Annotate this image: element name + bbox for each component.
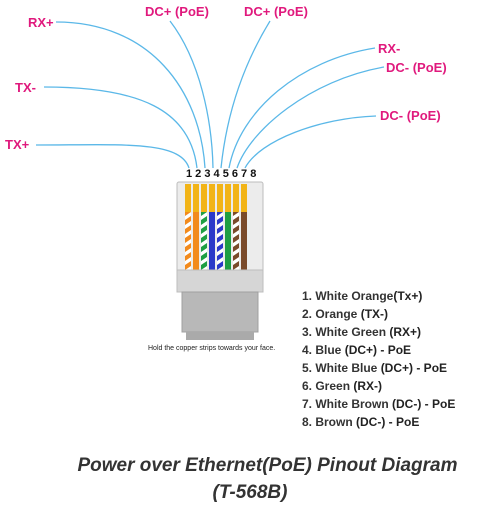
wire-8 [241,212,247,270]
list-item: 3. White Green (RX+) [302,325,422,339]
wire-stripe [233,221,239,229]
contacts [185,184,247,212]
pin-label-dc-plus-2: DC+ (PoE) [244,4,308,19]
pin-8-curve [244,115,377,169]
wire-stripe [233,248,239,256]
pin-4-curve [169,20,214,169]
wire-4 [209,212,215,270]
wire-stripe [217,248,223,256]
wire-stripe [185,257,191,265]
diagram-title: Power over Ethernet(PoE) Pinout Diagram [77,455,458,476]
pin-label-tx-minus: TX- [15,80,36,95]
pin-label-rx-plus: RX+ [28,15,54,30]
wire-stripe [185,248,191,256]
wire-stripe [217,257,223,265]
wire-stripe [201,221,207,229]
list-item: 1. White Orange(Tx+) [302,289,423,303]
wire-stripe [217,212,223,220]
list-item: 6. Green (RX-) [302,379,383,393]
wire-stripe [217,221,223,229]
wire-stripe [201,257,207,265]
rj45-diagram: RX+ DC+ (PoE) DC+ (PoE) RX- DC- (PoE) TX… [5,4,447,352]
list-item: 7. White Brown (DC-) - PoE [302,397,456,411]
pin-label-rx-minus: RX- [378,41,400,56]
wire-stripe [233,212,239,220]
wire-list: 1. White Orange(Tx+) 2. Orange (TX-) 3. … [302,287,497,431]
pin-label-dc-minus-1: DC- (PoE) [386,60,447,75]
pin-6-curve [228,47,376,169]
list-item: 4. Blue (DC+) - PoE [302,343,412,357]
pin-2-curve [43,86,198,169]
wire-stripe [233,239,239,247]
pin-label-tx-plus: TX+ [5,137,30,152]
wire-stripe [185,239,191,247]
pin-label-dc-minus-2: DC- (PoE) [380,108,441,123]
wire-2 [193,212,199,270]
pin-3-curve [55,21,206,169]
wire-stripe [201,230,207,238]
wire-stripe [201,248,207,256]
connector-note: Hold the copper strips towards your face… [148,345,275,352]
wire-stripe [185,212,191,220]
list-item: 8. Brown (DC-) - PoE [302,415,420,429]
pin-numbers: 1 2 3 4 5 6 7 8 [186,168,256,180]
list-item: 2. Orange (TX-) [302,307,389,321]
list-item: 5. White Blue (DC+) - PoE [302,361,448,375]
pin-1-curve [35,144,190,169]
diagram-subtitle: (T-568B) [212,482,288,503]
wire-stripe [217,230,223,238]
wire-stripe [185,221,191,229]
wire-stripe [185,230,191,238]
wire-stripe [201,239,207,247]
wire-stripe [233,230,239,238]
wires [185,212,247,274]
pin-7-curve [236,66,385,169]
wire-6 [225,212,231,270]
wire-stripe [217,239,223,247]
wire-stripe [201,212,207,220]
pin-label-dc-plus-1: DC+ (PoE) [145,4,209,19]
wire-stripe [233,257,239,265]
rj45-connector [176,181,264,340]
pin-5-curve [220,20,271,169]
